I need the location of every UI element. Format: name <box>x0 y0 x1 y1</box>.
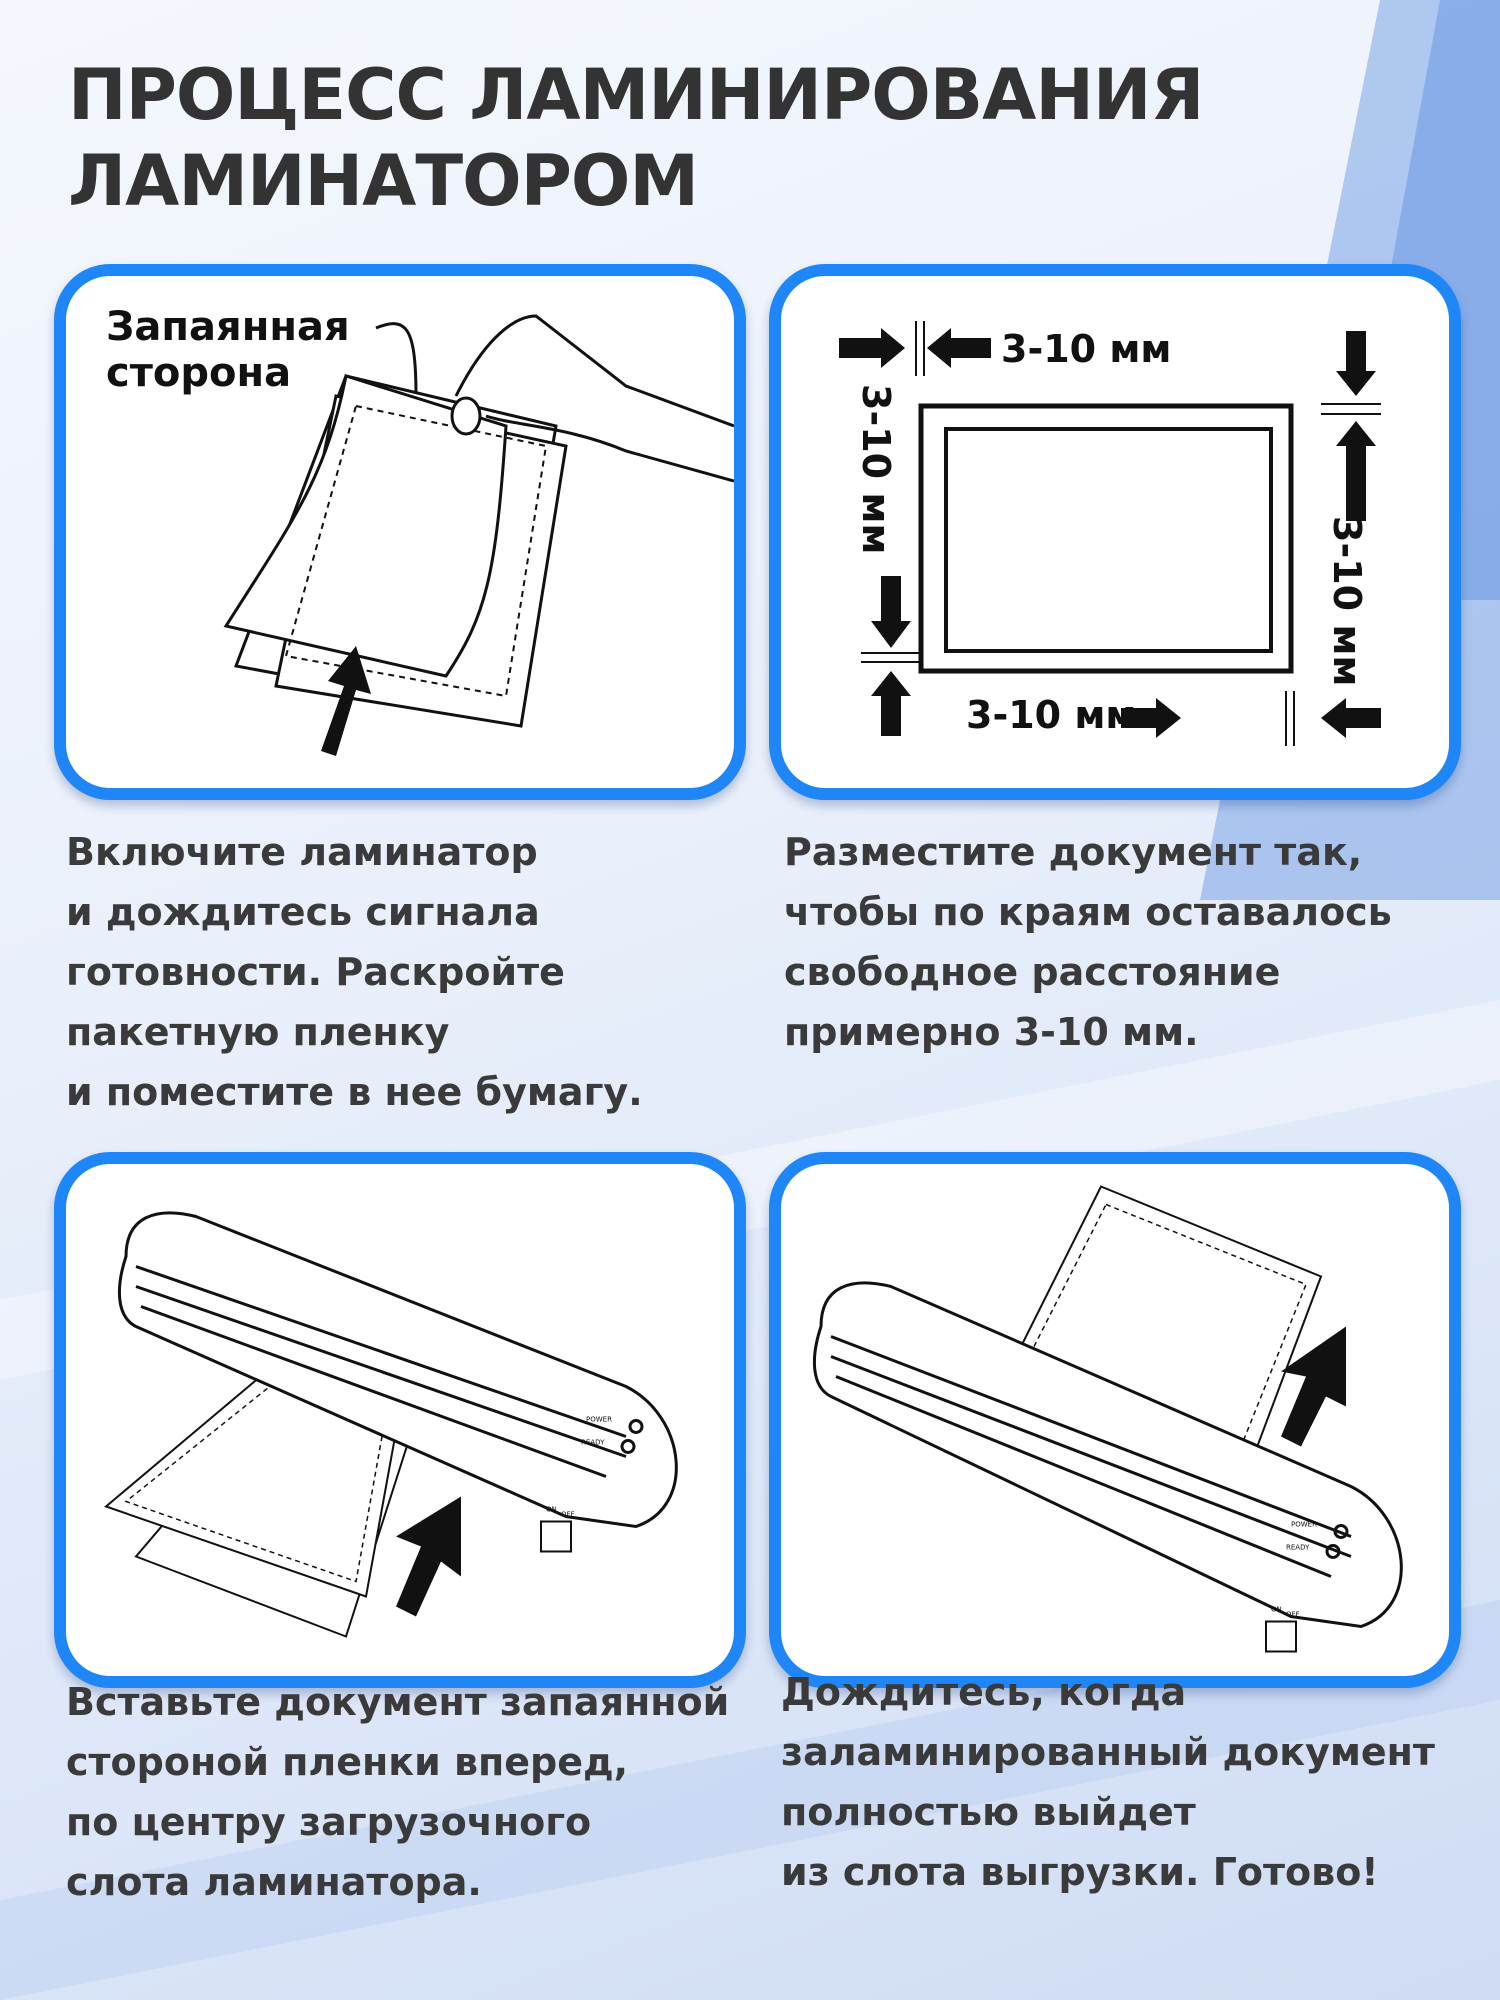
text-line: примерно 3-10 мм. <box>784 1010 1199 1054</box>
text-line: чтобы по краям оставалось <box>784 890 1392 934</box>
step-4-illustration: POWER READY ON OFF <box>769 1152 1461 1688</box>
text-line: готовности. Раскройте <box>66 950 565 994</box>
off-label: OFF <box>1286 1611 1300 1619</box>
text-line: Дождитесь, когда <box>781 1670 1187 1714</box>
step-2-text: Разместите документ так, чтобы по краям … <box>784 822 1392 1062</box>
power-label: POWER <box>586 1416 612 1424</box>
power-label: POWER <box>1291 1521 1317 1529</box>
right-margin-label: 3-10 мм <box>1325 516 1369 686</box>
insert-arrow-icon <box>396 1496 461 1617</box>
step-2-illustration: 3-10 мм 3-10 мм 3-10 мм 3-10 мм <box>769 264 1461 800</box>
arrow-left-icon <box>927 328 991 368</box>
sealed-side-label-1: Запаянная <box>106 304 350 350</box>
ready-led-icon <box>620 1439 636 1454</box>
insert-arrow-icon <box>321 646 371 756</box>
pouch-hand-drawing: Запаянная сторона <box>106 304 734 756</box>
title-line-2: ЛАМИНАТОРОМ <box>68 140 699 222</box>
text-line: по центру загрузочного <box>66 1800 592 1844</box>
text-line: полностью выйдет <box>781 1790 1196 1834</box>
output-arrow-icon <box>1281 1326 1346 1447</box>
ready-led-icon <box>1325 1544 1341 1559</box>
text-line: и поместите в нее бумагу. <box>66 1070 643 1114</box>
arrow-right-icon <box>839 328 905 368</box>
power-switch-icon <box>540 1520 572 1553</box>
left-margin-label: 3-10 мм <box>854 384 898 554</box>
bottom-margin-label: 3-10 мм <box>966 693 1136 737</box>
page-title: ПРОЦЕСС ЛАМИНИРОВАНИЯ ЛАМИНАТОРОМ <box>68 52 1204 224</box>
text-line: и дождитесь сигнала <box>66 890 540 934</box>
sealed-side-label-2: сторона <box>106 350 291 396</box>
text-line: свободное расстояние <box>784 950 1281 994</box>
off-label: OFF <box>561 1511 575 1519</box>
power-led-icon <box>1333 1524 1349 1539</box>
step-3-text: Вставьте документ запаянной стороной пле… <box>66 1672 729 1912</box>
text-line: заламинированный документ <box>781 1730 1435 1774</box>
text-line: Включите ламинатор <box>66 830 538 874</box>
ready-label: READY <box>1286 1544 1310 1552</box>
text-line: Разместите документ так, <box>784 830 1363 874</box>
step-3-illustration: POWER READY ON OFF <box>54 1152 746 1688</box>
laminator-insert-drawing: POWER READY ON OFF <box>104 1211 678 1638</box>
top-margin-label: 3-10 мм <box>1001 327 1171 371</box>
text-line: пакетную пленку <box>66 1010 450 1054</box>
step-1-text: Включите ламинатор и дождитесь сигнала г… <box>66 822 643 1122</box>
step-4-text: Дождитесь, когда заламинированный докуме… <box>781 1662 1435 1902</box>
power-switch-icon <box>1265 1620 1297 1653</box>
margin-diagram: 3-10 мм 3-10 мм 3-10 мм 3-10 мм <box>839 321 1381 746</box>
ready-label: READY <box>581 1439 605 1447</box>
on-label: ON <box>1271 1606 1282 1614</box>
text-line: стороной пленки вперед, <box>66 1740 629 1784</box>
on-label: ON <box>546 1506 557 1514</box>
laminator-output-drawing: POWER READY ON OFF <box>812 1185 1403 1653</box>
text-line: слота ламинатора. <box>66 1860 482 1904</box>
title-line-1: ПРОЦЕСС ЛАМИНИРОВАНИЯ <box>68 54 1204 136</box>
text-line: Вставьте документ запаянной <box>66 1680 730 1724</box>
power-led-icon <box>628 1419 644 1434</box>
text-line: из слота выгрузки. Готово! <box>781 1850 1379 1894</box>
step-1-illustration: Запаянная сторона <box>54 264 746 800</box>
